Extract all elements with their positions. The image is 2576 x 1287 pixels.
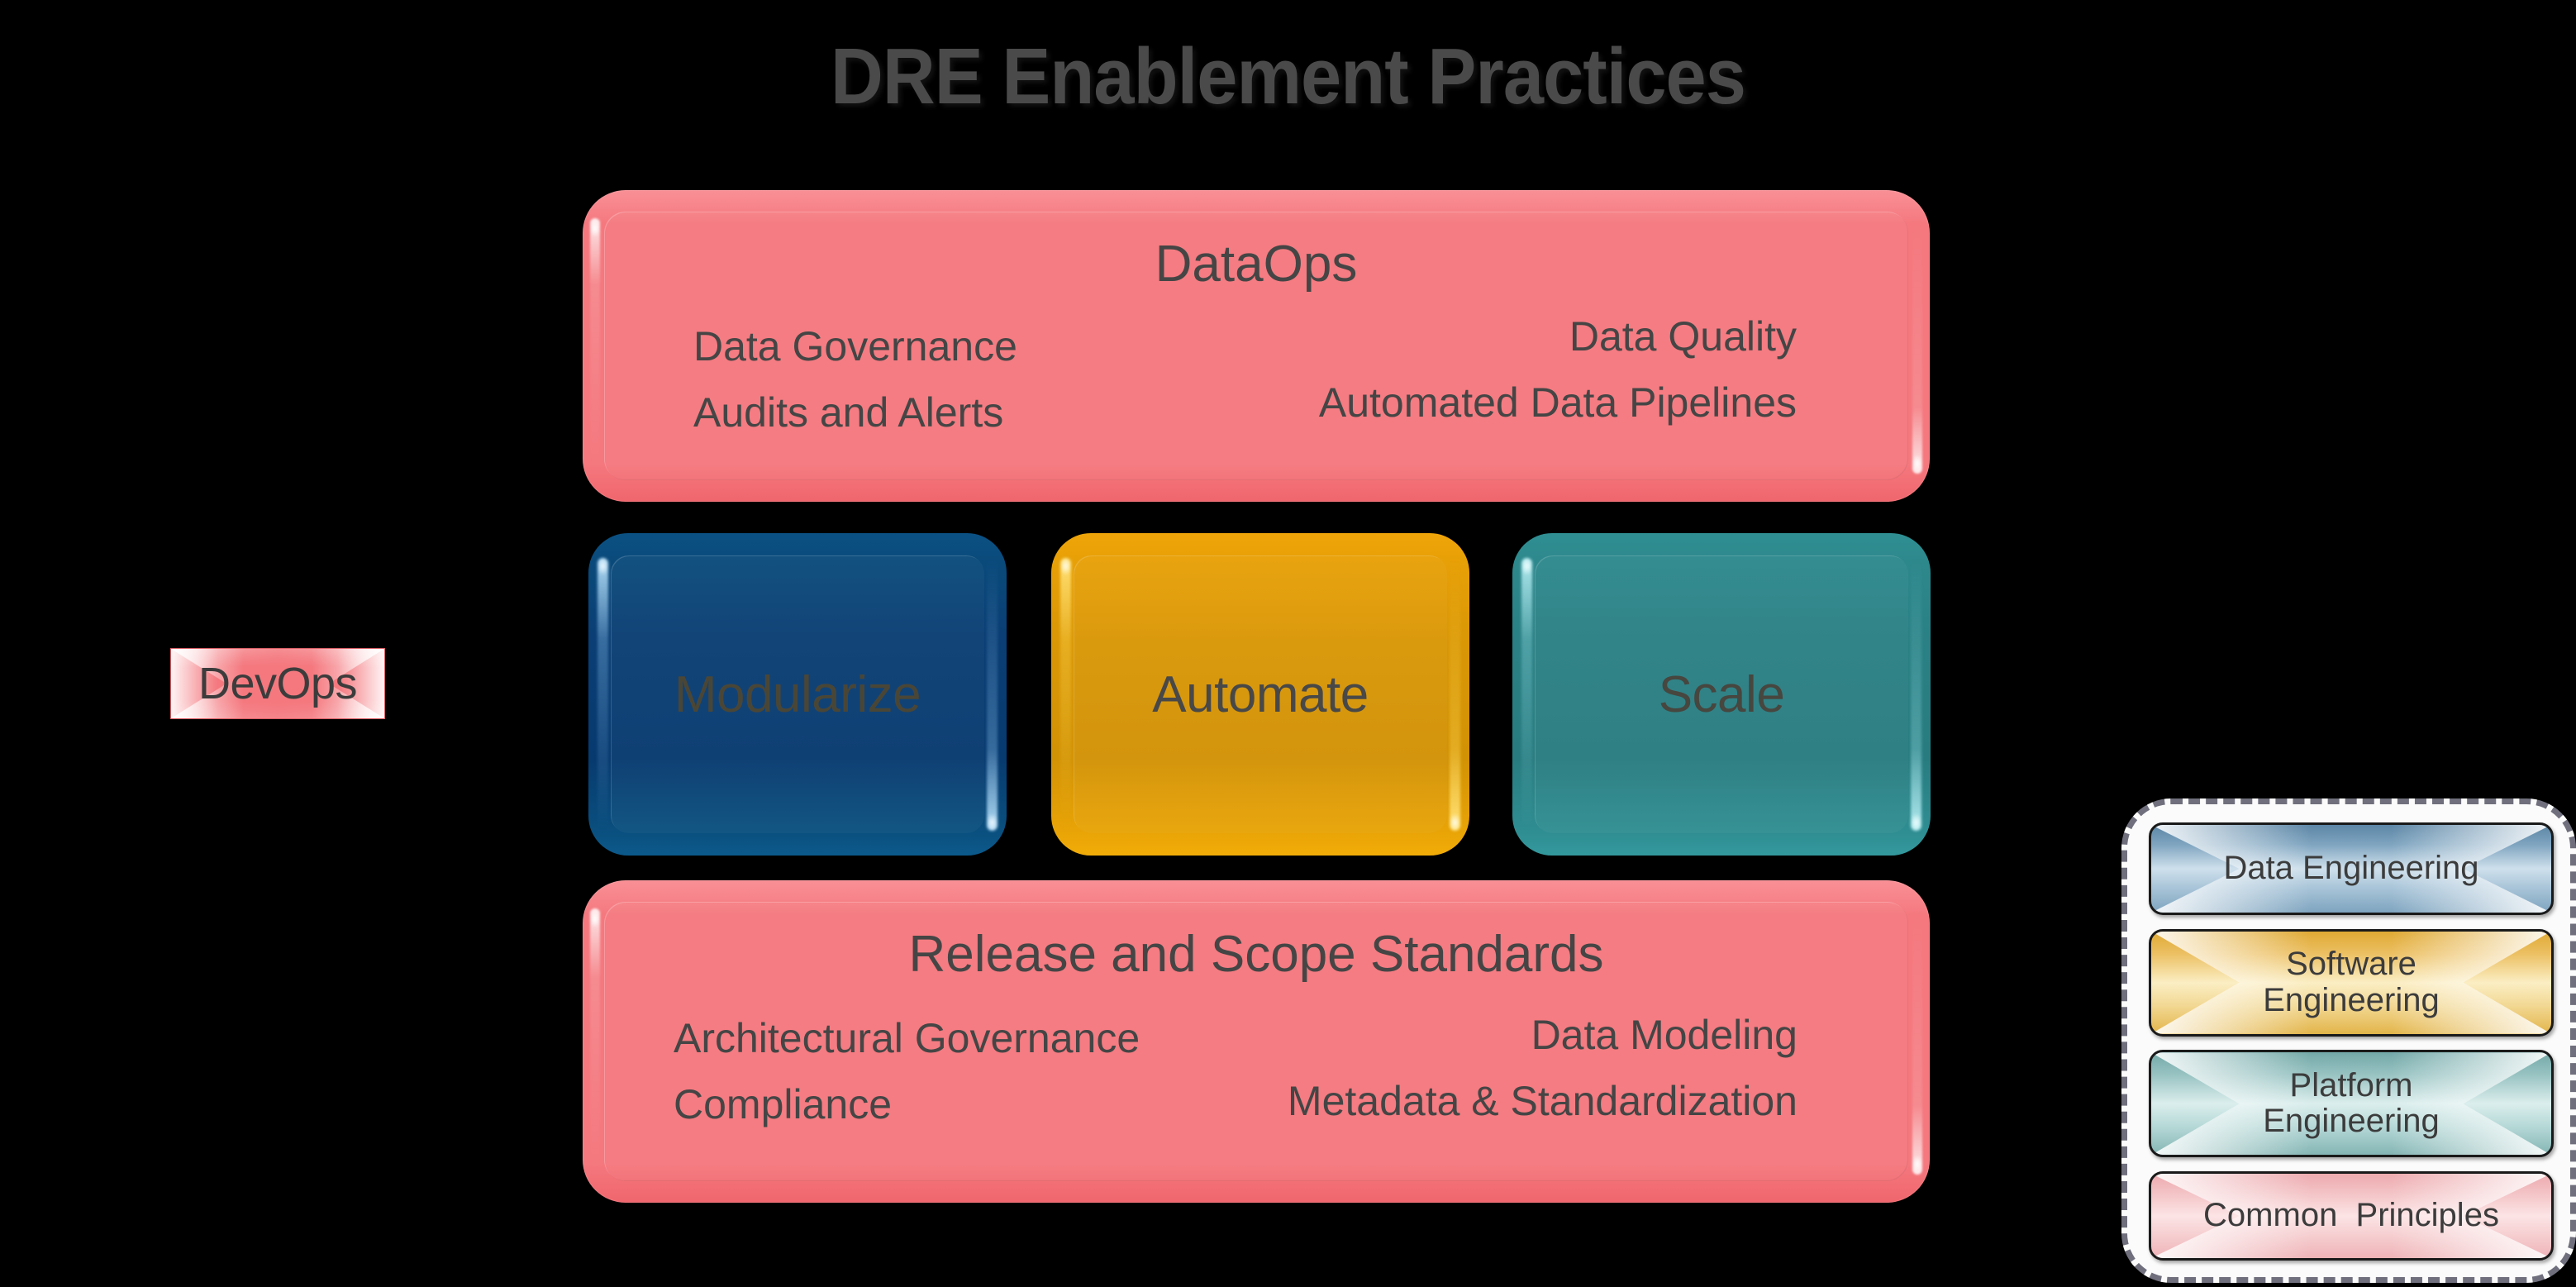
release-scope-heading: Release and Scope Standards xyxy=(908,926,1604,983)
dataops-item-automated-data-pipelines: Automated Data Pipelines xyxy=(1318,379,1797,426)
dataops-item-data-quality: Data Quality xyxy=(1569,313,1797,360)
dataops-item-data-governance: Data Governance xyxy=(693,323,1017,369)
legend-panel: Data Engineering Software Engineering Pl… xyxy=(2121,798,2576,1283)
pillar-automate-surface xyxy=(1051,533,1469,856)
legend-item-label: Data Engineering xyxy=(2223,850,2479,887)
release-scope-item-architectural-governance: Architectural Governance xyxy=(674,1015,1140,1061)
page-title: DRE Enablement Practices xyxy=(831,32,1746,121)
pillar-modularize[interactable]: Modularize xyxy=(588,533,1007,856)
pillar-scale[interactable]: Scale xyxy=(1512,533,1931,856)
release-scope-item-metadata-standardization: Metadata & Standardization xyxy=(1287,1078,1797,1124)
release-scope-item-compliance: Compliance xyxy=(674,1081,893,1127)
legend-item-list: Data Engineering Software Engineering Pl… xyxy=(2149,822,2554,1261)
pillar-modularize-label: Modularize xyxy=(674,665,921,723)
legend-item-platform-engineering[interactable]: Platform Engineering xyxy=(2149,1050,2554,1158)
pillar-scale-label: Scale xyxy=(1658,665,1785,723)
pillar-automate-label: Automate xyxy=(1152,665,1369,723)
legend-item-common-principles[interactable]: Common Principles xyxy=(2149,1170,2554,1261)
legend-item-label: Software Engineering xyxy=(2263,946,2440,1018)
pillar-modularize-surface xyxy=(588,533,1007,856)
pillar-scale-surface xyxy=(1512,533,1931,856)
devops-chip[interactable]: DevOps xyxy=(170,648,385,719)
devops-label: DevOps xyxy=(198,659,358,708)
release-scope-item-data-modeling: Data Modeling xyxy=(1531,1012,1797,1058)
legend-item-label: Platform Engineering xyxy=(2263,1067,2440,1140)
legend-item-label: Common Principles xyxy=(2203,1197,2499,1234)
dataops-panel: DataOps Data Governance Audits and Alert… xyxy=(583,190,1930,502)
pillar-automate[interactable]: Automate xyxy=(1051,533,1469,856)
dataops-heading: DataOps xyxy=(1155,236,1358,293)
dataops-item-audits-and-alerts: Audits and Alerts xyxy=(693,389,1004,436)
legend-item-data-engineering[interactable]: Data Engineering xyxy=(2149,822,2554,915)
release-and-scope-standards-panel: Release and Scope Standards Architectura… xyxy=(583,880,1930,1203)
legend-item-software-engineering[interactable]: Software Engineering xyxy=(2149,928,2554,1037)
